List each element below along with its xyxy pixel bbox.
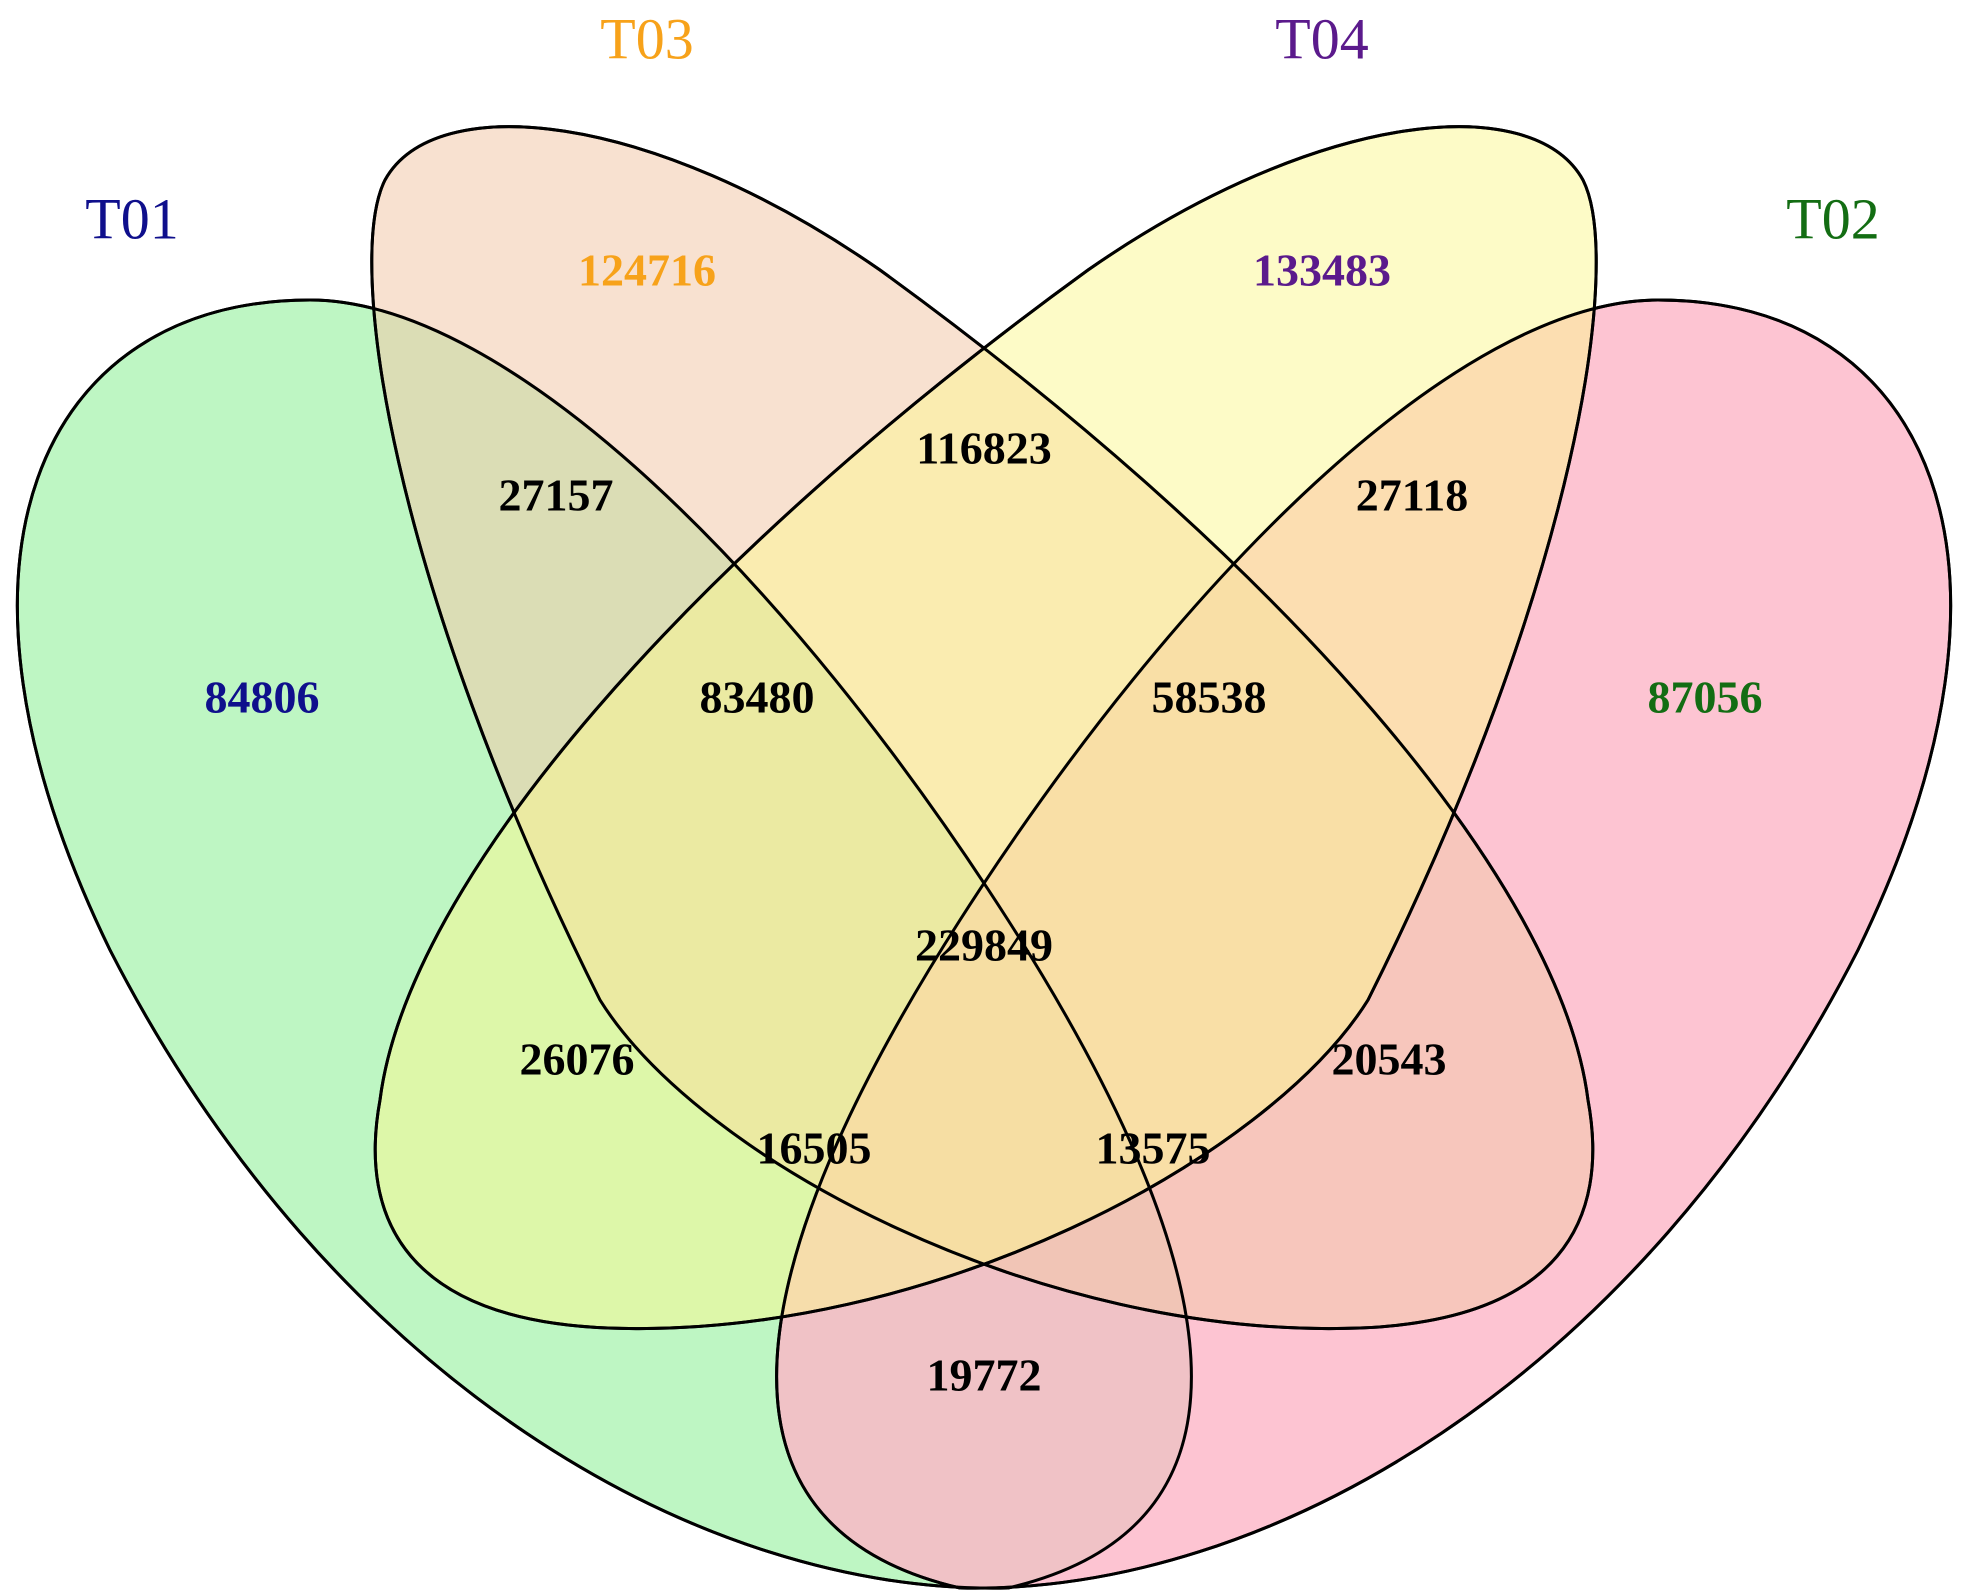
venn-labels: T01 T02 T03 T04 124716 133483 84806 87056 116823… xyxy=(85,6,1879,1400)
set-label-t03: T03 xyxy=(600,6,693,71)
region-count-t03: 124716 xyxy=(578,245,716,296)
region-count-t02-t03-t04: 58538 xyxy=(1152,672,1267,723)
region-count-t02: 87056 xyxy=(1648,672,1763,723)
region-count-t04: 133483 xyxy=(1253,245,1391,296)
set-label-t02: T02 xyxy=(1786,186,1879,251)
region-count-t01: 84806 xyxy=(205,672,320,723)
region-count-t02-t03: 20543 xyxy=(1332,1034,1447,1085)
region-count-t01-t02-t04: 16505 xyxy=(757,1123,872,1174)
region-count-t01-t02-t03: 13575 xyxy=(1096,1123,1211,1174)
set-label-t01: T01 xyxy=(85,186,178,251)
region-count-t01-t02-t03-t04: 229849 xyxy=(915,920,1053,971)
set-outline-t04 xyxy=(373,125,1598,1331)
region-count-t01-t02: 19772 xyxy=(927,1350,1042,1401)
set-outline-t01 xyxy=(15,298,1193,1590)
venn-shapes xyxy=(15,125,1953,1590)
set-outline-t02 xyxy=(775,298,1953,1590)
region-count-t02-t04: 27118 xyxy=(1356,470,1468,521)
region-count-t01-t03: 27157 xyxy=(499,470,614,521)
region-count-t01-t04: 26076 xyxy=(520,1034,635,1085)
set-label-t04: T04 xyxy=(1275,6,1368,71)
region-count-t01-t03-t04: 83480 xyxy=(700,672,815,723)
set-outline-t03 xyxy=(370,125,1595,1331)
region-count-t03-t04: 116823 xyxy=(916,423,1051,474)
